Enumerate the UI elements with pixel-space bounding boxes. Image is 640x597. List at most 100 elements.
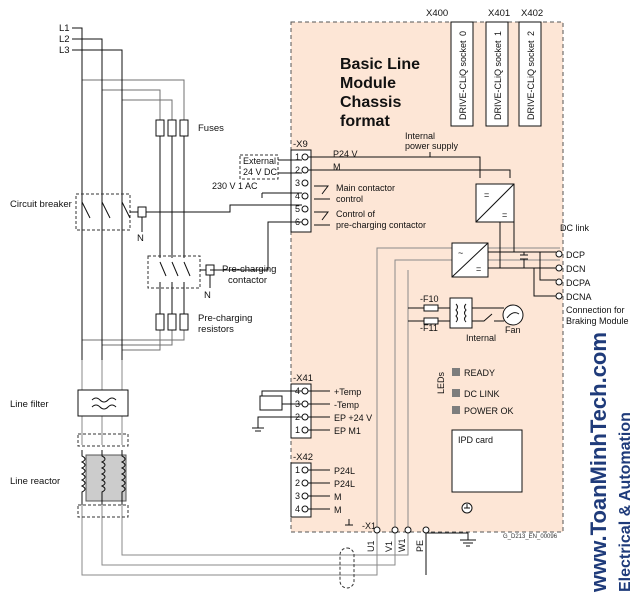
socket-x402-id: X402 [521,8,543,19]
x42-name: -X42 [293,452,313,463]
ipd-ground-mark [464,504,470,509]
x9-pin-3: 3 [295,178,300,188]
drawing-id: G_D213_EN_00096 [503,534,558,540]
f10-label: -F10 [420,294,439,304]
x1-pe: PE [415,540,425,552]
fan-motor-symbol [506,312,520,319]
x42-pin-2: 2 [295,478,300,488]
title-line-3: Chassis [340,94,401,111]
x1-w1: W1 [397,539,407,553]
f11-label: -F11 [420,323,438,333]
ipd-card-box [451,429,523,493]
line-reactor-top-box [77,433,129,447]
main-contactor-label-2: control [336,194,363,204]
socket-x402: X402 DRIVE-CLiQ socket 2 [518,8,543,127]
x42-wires [308,469,330,510]
led-power-ok-label: POWER OK [464,406,514,416]
title-line-4: format [340,113,390,130]
phase-wires [72,27,560,576]
rectifier-diagonal [451,242,489,278]
fuses [155,119,189,137]
temp-sensor-box [259,395,283,411]
f10-fuse [423,304,439,312]
dc-terminals [555,250,563,300]
x41-name: -X41 [293,373,313,384]
socket-x401-text: DRIVE-CLiQ socket [493,40,503,120]
line-filter-symbol [91,397,117,410]
phase-l3-label: L3 [59,45,70,56]
x9-name: -X9 [293,139,308,150]
watermark-line-1: www.ToanMinhTech.com [586,332,611,593]
cable-shield [339,547,355,589]
x42-label-4: M [334,505,342,515]
ac-supply-label: 230 V 1 AC [212,181,258,191]
main-contactor-label-1: Main contactor [336,183,395,193]
precharge-contactor-switches [159,261,215,288]
socket-x401-box [485,21,509,127]
circuit-breaker-switches [81,201,147,232]
m-label: M [333,162,341,172]
x9-block [290,149,312,233]
fan-switch-wires [472,307,504,322]
x1-u1: U1 [366,540,376,552]
x41-label-3: EP +24 V [334,413,372,423]
fan-input-wires [408,307,450,322]
precharge-contactor-box [147,255,201,289]
line-reactor-bottom-box [77,504,129,518]
precharge-resistors [155,313,189,331]
x42-pin-1: 1 [295,465,300,475]
x9-pin-5: 5 [295,204,300,214]
socket-x402-box [518,21,542,127]
pe-ground-wires [425,532,476,575]
x1-v1: V1 [384,541,394,552]
external-wires [278,159,302,174]
fan-internal-label: Internal [466,333,496,343]
f11-fuse [423,317,439,325]
power-supply-symbol-top: = [484,190,489,200]
socket-x402-num: 2 [526,31,536,36]
socket-x400-num: 0 [458,31,468,36]
x41-wires [308,390,330,431]
circuit-breaker-label: Circuit breaker [10,199,72,210]
led-ready-label: READY [464,368,495,378]
external-label-1: External [243,156,276,166]
neutral-label-2: N [204,290,211,301]
socket-x402-text: DRIVE-CLiQ socket [526,40,536,120]
line-reactor-coils [80,450,127,505]
internal-supply-label-2: power supply [405,141,459,151]
line-filter-label: Line filter [10,399,49,410]
dcna-label: DCNA [566,292,592,302]
x9-pin-4: 4 [295,191,300,201]
ipd-card-label: IPD card [458,435,493,445]
precharge-resistors-label-1: Pre-charging [198,313,252,324]
rectifier-symbol-ac: ~ [458,248,463,258]
braking-label-2: Braking Module [566,316,629,326]
watermark-line-2: Electrical & Automation [617,412,634,592]
dc-link-wires [488,222,556,269]
socket-x401: X401 DRIVE-CLiQ socket 1 [485,8,510,127]
dcp-label: DCP [566,250,585,260]
p24-label: P24 V [333,149,358,159]
x42-label-1: P24L [334,466,355,476]
precharge-control-label-1: Control of [336,209,376,219]
socket-x401-id: X401 [488,8,510,19]
power-supply-diagonal [475,183,515,223]
x9-contact-symbols [314,185,330,226]
socket-x400: X400 DRIVE-CLiQ socket 0 [426,8,474,127]
x41-label-1: +Temp [334,387,361,397]
x41-block [290,383,312,439]
line-reactor-label: Line reactor [10,476,60,487]
line-filter-box [77,389,129,417]
precharge-control-label-2: pre-charging contactor [336,220,426,230]
socket-x400-box [450,21,474,127]
x42-block [290,462,312,518]
x41-label-4: EP M1 [334,426,361,436]
x42-pin-4: 4 [295,504,300,514]
fan-transformer-coils [455,303,467,323]
x9-pin-2: 2 [295,165,300,175]
socket-x401-num: 1 [493,31,503,36]
dcn-label: DCN [566,264,586,274]
fan-label: Fan [505,325,521,335]
phase-l1-label: L1 [59,23,70,34]
